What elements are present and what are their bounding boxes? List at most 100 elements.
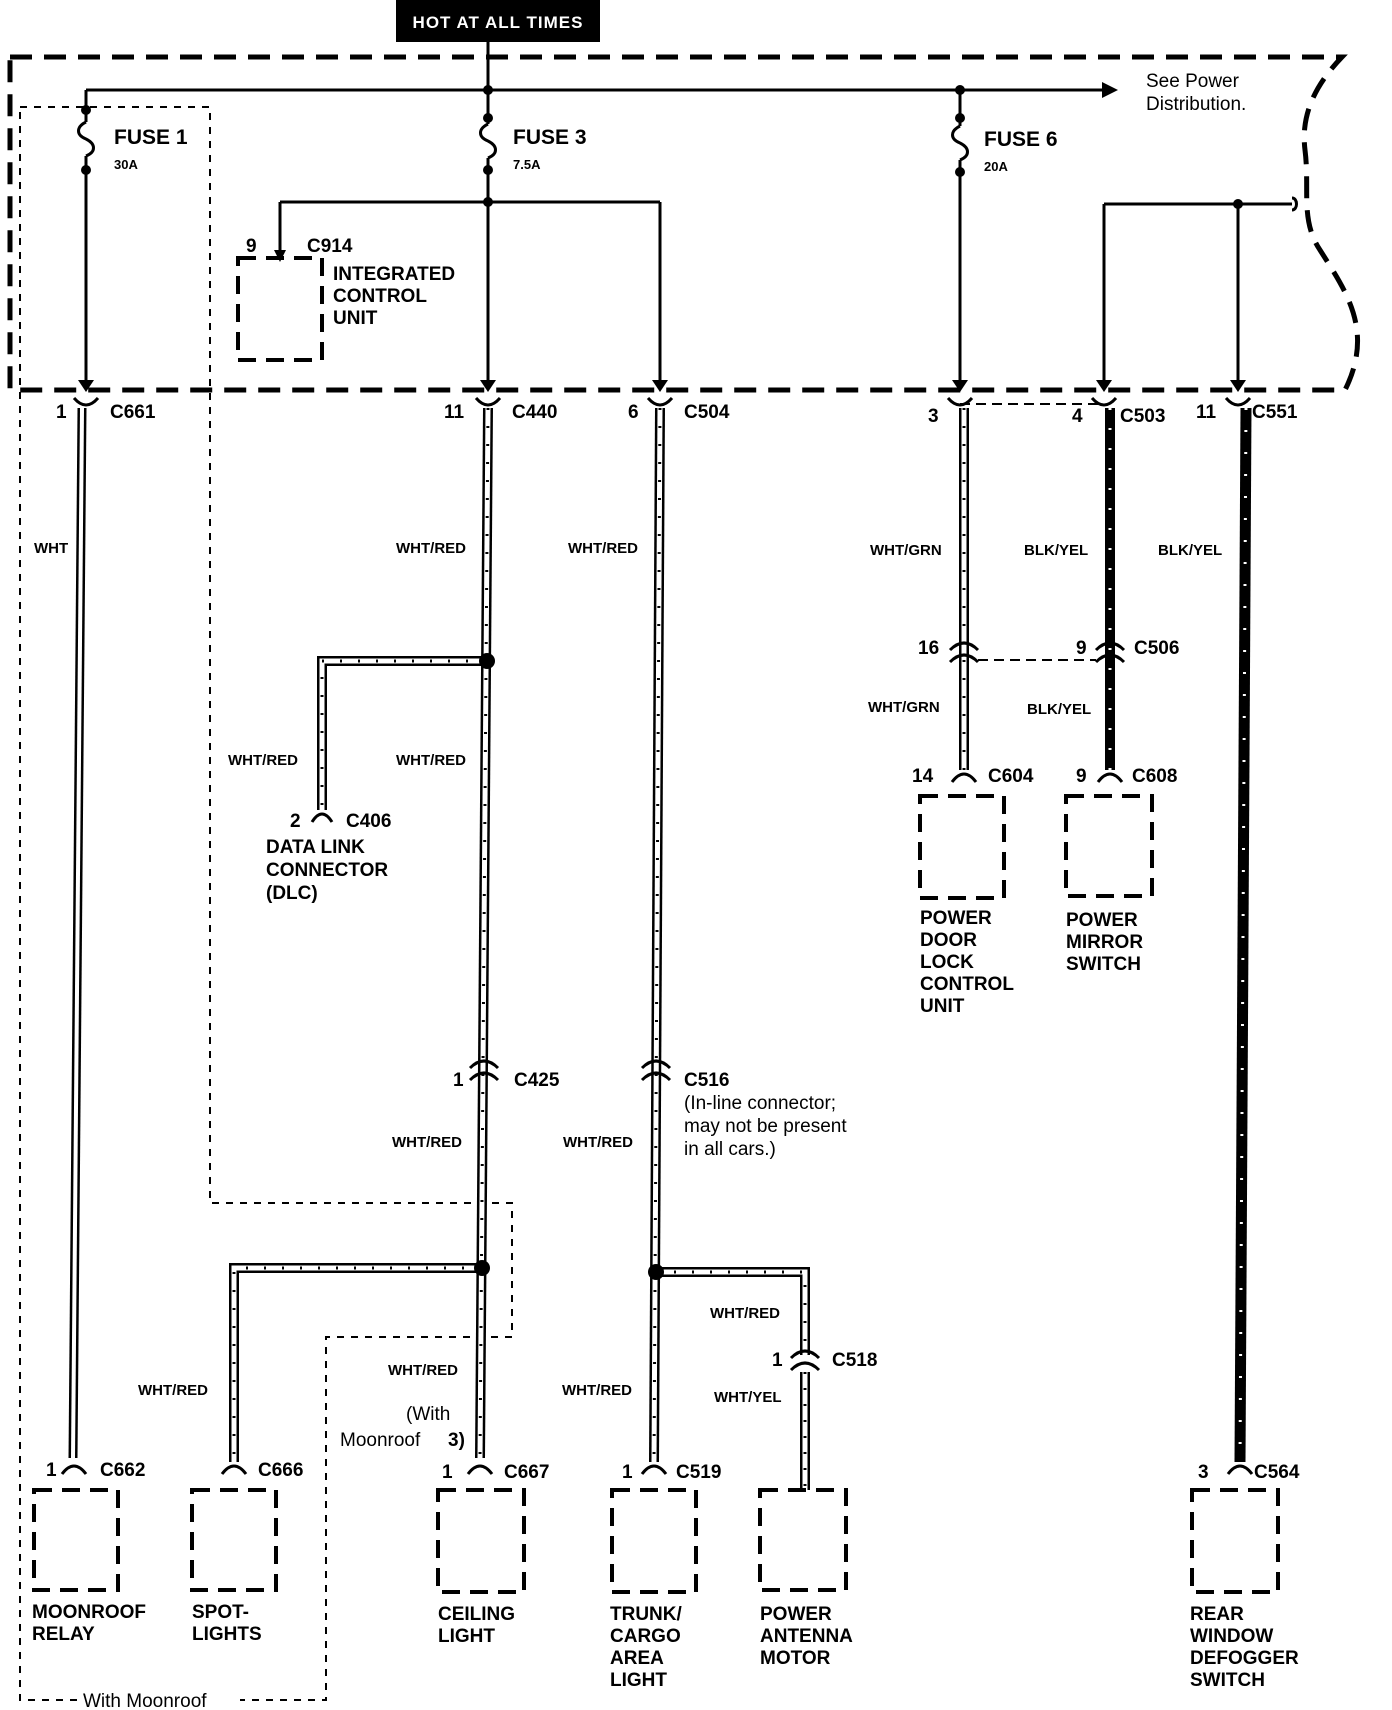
icu-pin: 9	[246, 236, 257, 257]
fuse-6-rating: 20A	[984, 159, 1008, 174]
c506-mirror-pin: 9	[1076, 638, 1087, 659]
mirror-label-2: MIRROR	[1066, 932, 1143, 953]
hot-at-all-times-header: HOT AT ALL TIMES	[396, 0, 600, 42]
fuse-box-outline	[7, 54, 1361, 393]
wire-wht-moonroof	[68, 407, 87, 1459]
wire-label-c425-a: WHT/RED	[392, 1134, 462, 1151]
c519-pin: 1	[622, 1462, 633, 1483]
dlc-label-2: CONNECTOR	[266, 860, 388, 881]
c551-label: C551	[1252, 402, 1298, 423]
dlc-splice	[479, 653, 495, 669]
wire-label-c504: WHT/RED	[568, 540, 638, 557]
door-lock-label-5: UNIT	[920, 996, 965, 1017]
door-lock-label-3: LOCK	[920, 952, 974, 973]
c516-note-2: may not be present	[684, 1116, 847, 1137]
wire-label-antenna-a: WHT/RED	[710, 1305, 780, 1322]
power-note-line2: Distribution.	[1146, 94, 1246, 115]
c666-label: C666	[258, 1460, 303, 1481]
c661-label: C661	[110, 402, 156, 423]
c425-label: C425	[514, 1070, 560, 1091]
fuse-6-symbol	[951, 118, 969, 172]
hot-at-all-times-label: HOT AT ALL TIMES	[413, 13, 584, 32]
c503-label: C503	[1120, 406, 1165, 427]
fuse-3-rating: 7.5A	[513, 157, 541, 172]
c506-connector	[948, 641, 1126, 664]
bus-splice	[955, 85, 965, 95]
wire-wht-red-trunk	[649, 407, 665, 1463]
trunk-label-3: AREA	[610, 1648, 664, 1669]
wire-spotlights-branch	[229, 1263, 482, 1462]
c551-pin: 11	[1196, 402, 1217, 423]
fuse-1-rating: 30A	[114, 157, 138, 172]
wire-blk-yel-defogger	[1234, 407, 1252, 1463]
wire-label-door-lock-b: WHT/GRN	[868, 699, 940, 716]
defogger-label-1: REAR	[1190, 1604, 1244, 1625]
moonroof-relay-label-1: MOONROOF	[32, 1602, 146, 1623]
defogger-label-2: WINDOW	[1190, 1626, 1273, 1647]
wire-wht-red-main	[475, 407, 493, 1459]
wire-label-door-lock-a: WHT/GRN	[870, 542, 942, 559]
c661-pin: 1	[56, 402, 67, 423]
c425-connector	[468, 1059, 500, 1082]
c608-pin: 9	[1076, 766, 1087, 787]
mirror-label-1: POWER	[1066, 910, 1138, 931]
c604-pin: 14	[912, 766, 934, 787]
c518-connector	[789, 1349, 821, 1372]
trunk-label-4: LIGHT	[610, 1670, 667, 1691]
wire-label-mirror-a: BLK/YEL	[1024, 542, 1088, 559]
c608-label: C608	[1132, 766, 1177, 787]
moonroof-relay-box	[32, 1488, 120, 1592]
power-bus	[84, 42, 1110, 118]
fuse-1-symbol	[77, 110, 95, 170]
ceiling-note-2: Moonroof	[340, 1430, 421, 1451]
ceiling-note-1: (With	[406, 1404, 450, 1425]
bottom-connector-cups	[60, 1464, 1254, 1475]
wire-label-antenna-b: WHT/YEL	[714, 1389, 782, 1406]
fuse-3-symbol	[479, 118, 497, 170]
trunk-light-box	[610, 1488, 698, 1594]
spotlights-label-2: LIGHTS	[192, 1624, 262, 1645]
c504-label: C504	[684, 402, 730, 423]
c667-label: C667	[504, 1462, 549, 1483]
c406-cup	[310, 812, 334, 823]
c406-label: C406	[346, 811, 391, 832]
c519-label: C519	[676, 1462, 721, 1483]
door-lock-label-2: DOOR	[920, 930, 977, 951]
wire-label-defogger: BLK/YEL	[1158, 542, 1222, 559]
wire-label-dlc: WHT/RED	[228, 752, 298, 769]
spotlights-label-1: SPOT-	[192, 1602, 249, 1623]
wire-label-ceiling: WHT/RED	[388, 1362, 458, 1379]
c662-pin: 1	[46, 1460, 57, 1481]
antenna-label-3: MOTOR	[760, 1648, 831, 1669]
wire-label-spotlights: WHT/RED	[138, 1382, 208, 1399]
wire-label-c440-a: WHT/RED	[396, 540, 466, 557]
moonroof-region-outline	[19, 106, 513, 1701]
fuse-6-label: FUSE 6	[984, 128, 1058, 151]
wire-label-mirror-b: BLK/YEL	[1027, 701, 1091, 718]
defogger-label-3: DEFOGGER	[1190, 1648, 1299, 1669]
icu-connector: C914	[307, 236, 353, 257]
defogger-label-4: SWITCH	[1190, 1670, 1265, 1691]
ceiling-label-1: CEILING	[438, 1604, 515, 1625]
door-lock-top-pin: 3	[928, 406, 939, 427]
icu-box	[236, 256, 324, 362]
c406-pin: 2	[290, 811, 301, 832]
door-lock-label-4: CONTROL	[920, 974, 1014, 995]
wire-label-c516: WHT/RED	[563, 1134, 633, 1151]
antenna-splice	[648, 1264, 664, 1280]
ceiling-label-2: LIGHT	[438, 1626, 495, 1647]
c518-label: C518	[832, 1350, 877, 1371]
defogger-switch-box	[1190, 1488, 1280, 1594]
c518-pin: 1	[772, 1350, 783, 1371]
door-lock-control-unit-box	[918, 794, 1006, 900]
wire-dlc-branch	[317, 656, 486, 810]
icu-label-3: UNIT	[333, 308, 378, 329]
c425-pin: 1	[453, 1070, 464, 1091]
ceiling-note-3: 3)	[448, 1430, 465, 1451]
trunk-label-2: CARGO	[610, 1626, 681, 1647]
fuse-box-output-arrows	[78, 380, 1246, 392]
c506-label: C506	[1134, 638, 1179, 659]
fuse-1-label: FUSE 1	[114, 126, 188, 149]
c564-label: C564	[1254, 1462, 1300, 1483]
